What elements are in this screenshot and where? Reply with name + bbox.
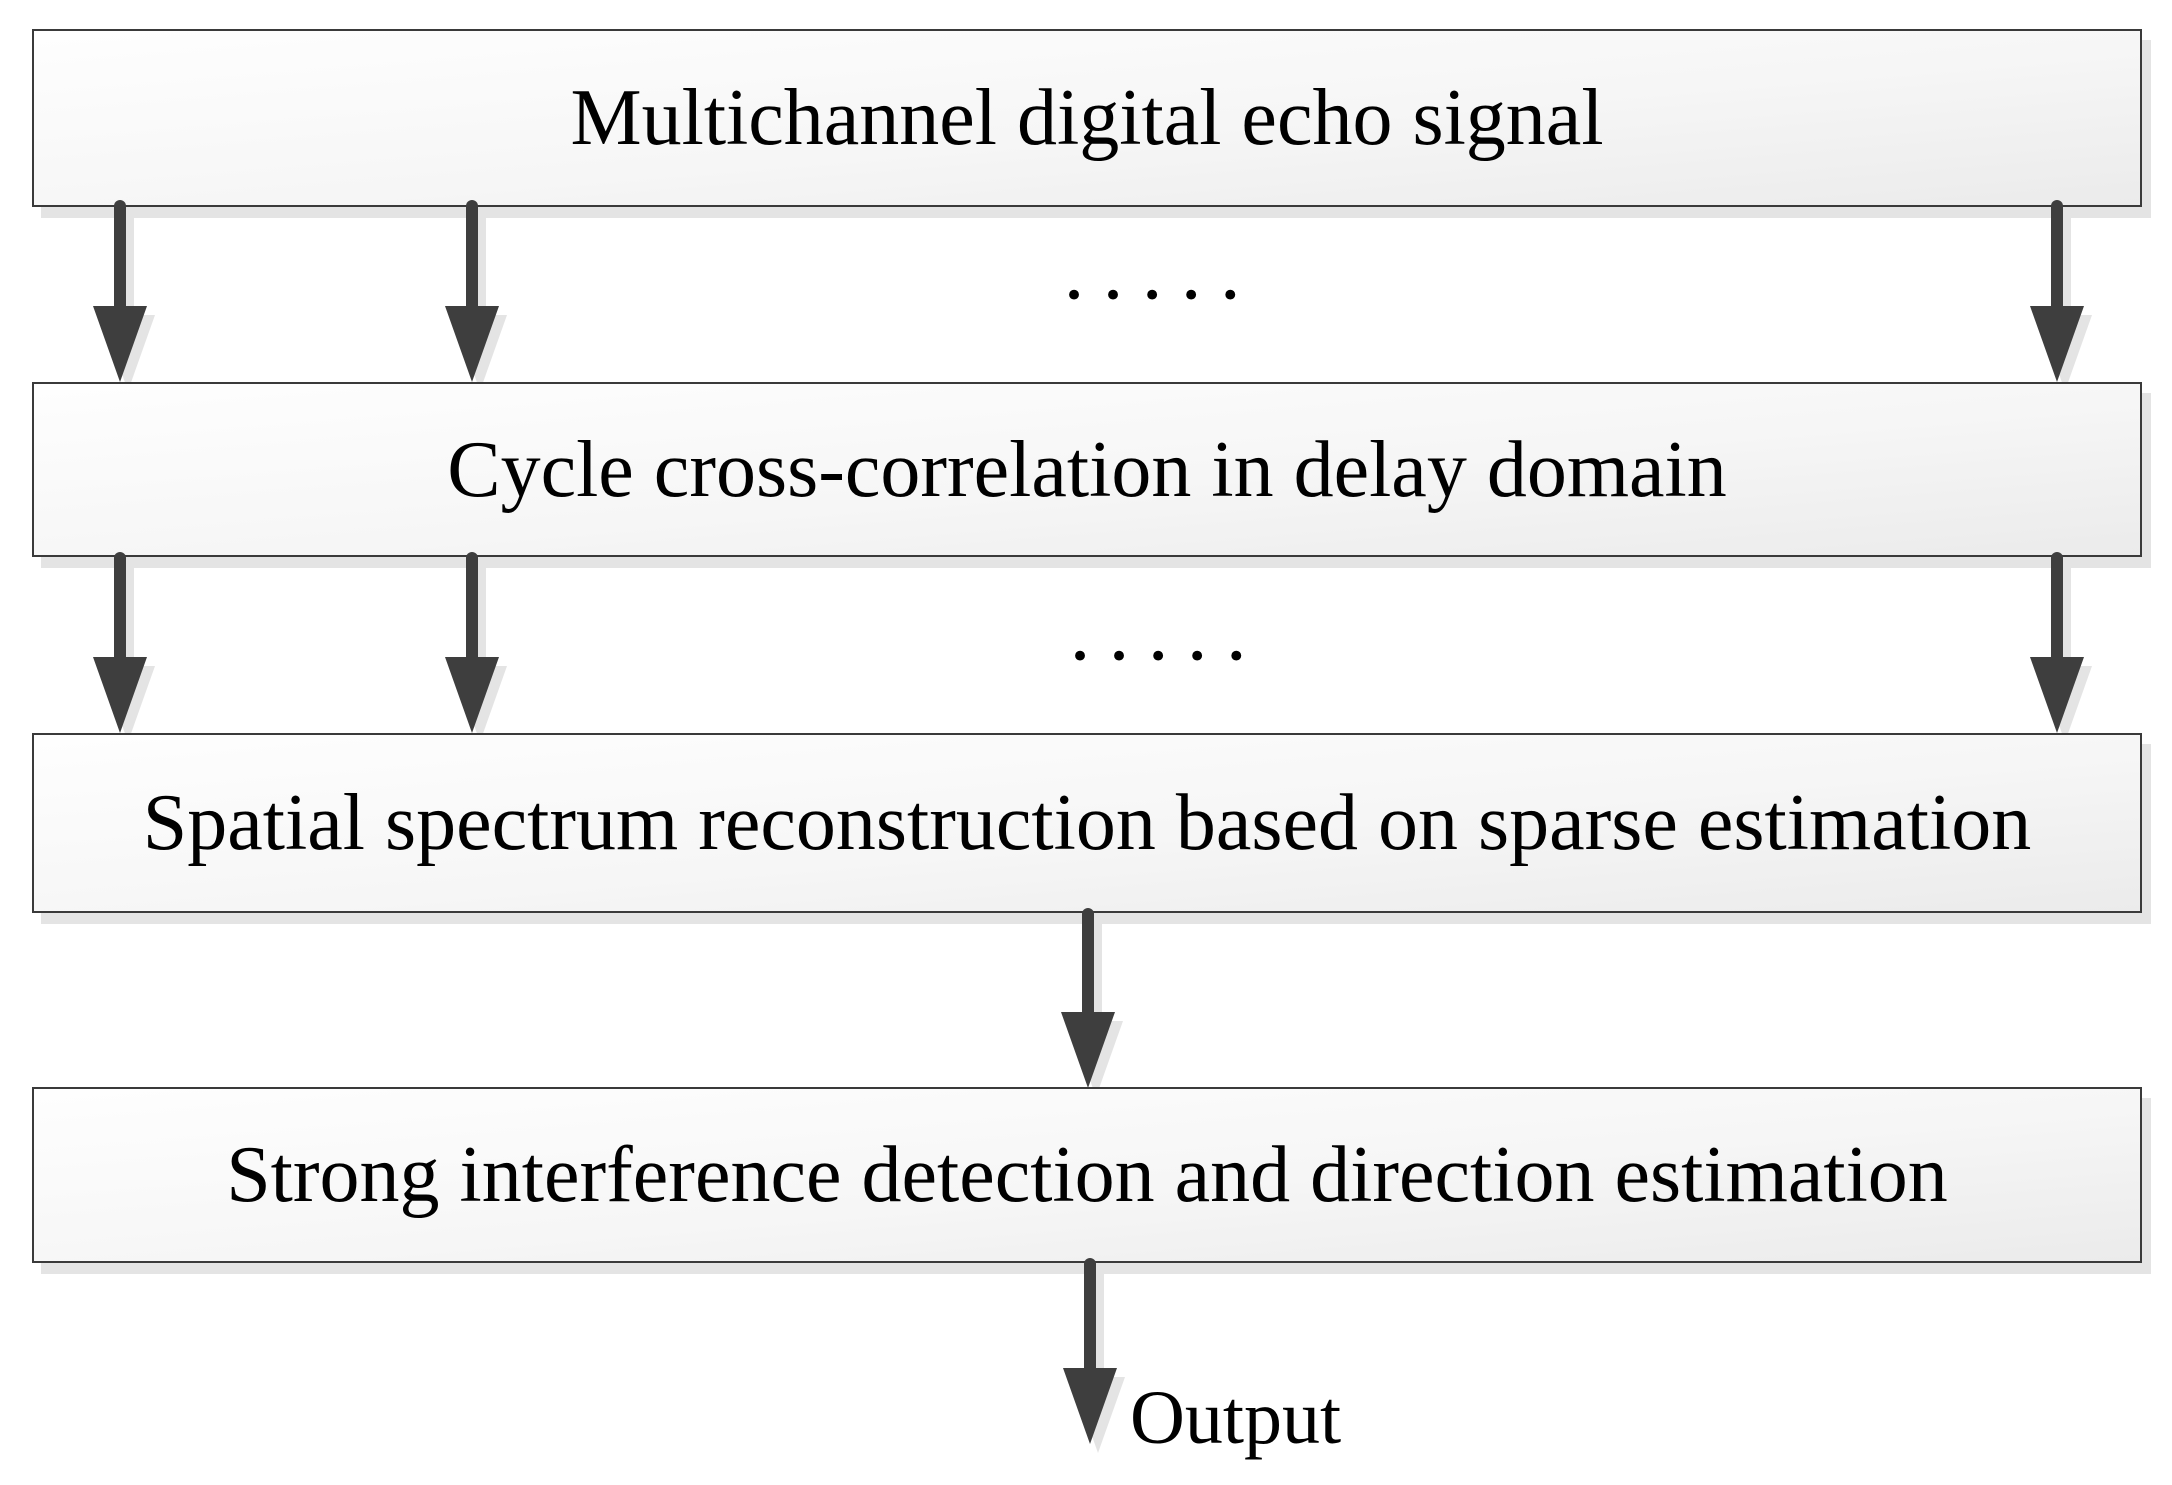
arrow-head — [445, 657, 499, 733]
arrow-shaft — [466, 552, 478, 667]
flow-box-cycle-cross-correlation: Cycle cross-correlation in delay domain — [32, 382, 2142, 557]
down-arrow-icon — [92, 200, 148, 382]
arrow-head — [93, 657, 147, 733]
box-label-strong-interference-detection: Strong interference detection and direct… — [226, 1131, 1948, 1219]
arrow-head — [93, 306, 147, 382]
channel-ellipsis-dots: ••••• — [1064, 276, 1260, 316]
arrow-shaft — [466, 200, 478, 316]
flow-box-multichannel-echo-signal: Multichannel digital echo signal — [32, 29, 2142, 207]
arrow-shaft — [1084, 1258, 1096, 1378]
arrow-head — [2030, 306, 2084, 382]
arrow-shaft — [1082, 908, 1094, 1022]
output-down-arrow-icon — [1062, 1258, 1118, 1444]
arrow-shaft — [114, 552, 126, 667]
arrow-head — [1063, 1368, 1117, 1444]
down-arrow-icon — [2029, 200, 2085, 382]
arrow-shaft — [2051, 552, 2063, 667]
down-arrow-icon — [444, 552, 500, 733]
down-arrow-icon — [2029, 552, 2085, 733]
down-arrow-icon — [1060, 908, 1116, 1088]
flow-box-strong-interference-detection: Strong interference detection and direct… — [32, 1087, 2142, 1263]
arrow-shaft — [114, 200, 126, 316]
arrow-head — [1061, 1012, 1115, 1088]
output-label: Output — [1130, 1376, 1342, 1460]
arrow-shaft — [2051, 200, 2063, 316]
box-label-cycle-cross-correlation: Cycle cross-correlation in delay domain — [447, 425, 1727, 514]
arrow-head — [2030, 657, 2084, 733]
flow-box-spatial-spectrum-reconstruction: Spatial spectrum reconstruction based on… — [32, 733, 2142, 913]
box-label-spatial-spectrum-reconstruction: Spatial spectrum reconstruction based on… — [142, 779, 2032, 867]
arrow-head — [445, 306, 499, 382]
channel-ellipsis-dots: ••••• — [1070, 637, 1266, 677]
down-arrow-icon — [92, 552, 148, 733]
down-arrow-icon — [444, 200, 500, 382]
box-label-multichannel-echo-signal: Multichannel digital echo signal — [570, 74, 1604, 162]
